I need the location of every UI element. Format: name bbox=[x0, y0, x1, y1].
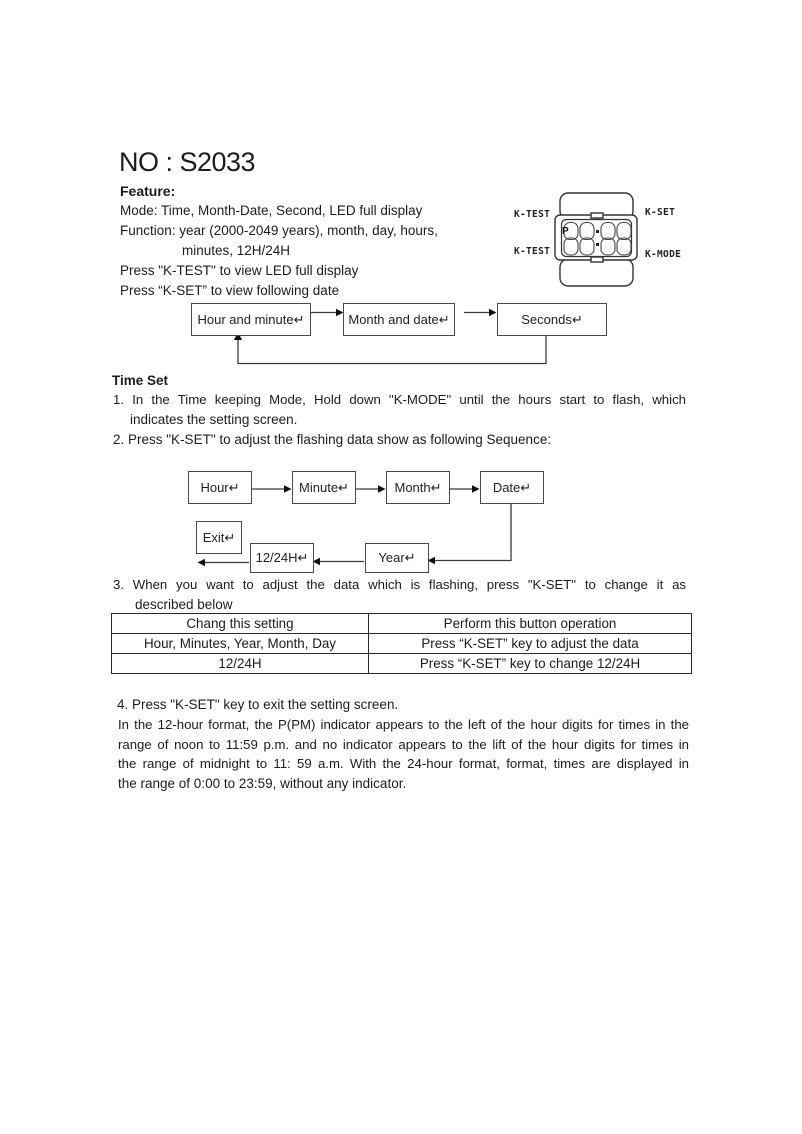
time-set-heading: Time Set bbox=[112, 373, 169, 388]
setting-sequence-arrows bbox=[197, 485, 512, 567]
bezel-tab-bottom bbox=[590, 256, 604, 263]
pin-label-k-test-top: K-TEST bbox=[514, 209, 551, 220]
feature-heading: Feature: bbox=[120, 183, 176, 199]
setting-sequence-diagram: Hour↵ Minute↵ Month↵ Date↵ Exit↵ 12/24H↵… bbox=[180, 465, 620, 577]
time-set-item1-line1: 1. In the Time keeping Mode, Hold down "… bbox=[113, 392, 686, 407]
mode-flow-arrows bbox=[233, 308, 547, 365]
feature-section: Feature: Mode: Time, Month-Date, Second,… bbox=[120, 181, 438, 301]
colon-dot-top bbox=[596, 230, 599, 233]
table-cell-setting: Hour, Minutes, Year, Month, Day bbox=[111, 633, 369, 654]
table-row: 12/24H Press “K-SET” key to change 12/24… bbox=[111, 653, 692, 674]
time-set-item3-line1: 3. When you want to adjust the data whic… bbox=[113, 577, 686, 592]
feature-line-mode: Mode: Time, Month-Date, Second, LED full… bbox=[120, 203, 423, 218]
flow-box-year: Year↵ bbox=[365, 543, 429, 573]
seven-segment-digits bbox=[563, 221, 632, 256]
flow-box-minute: Minute↵ bbox=[292, 471, 356, 504]
pm-indicator: P bbox=[562, 226, 569, 237]
flow-box-12-24h: 12/24H↵ bbox=[250, 543, 314, 573]
feature-line-kset: Press “K-SET” to view following date bbox=[120, 283, 340, 298]
clock-module-drawing: P bbox=[554, 192, 638, 287]
page-title: NO : S2033 bbox=[119, 147, 256, 177]
mode-flow-diagram: Hour and minute↵ Month and date↵ Seconds… bbox=[180, 300, 620, 370]
button-operation-table: Chang this setting Perform this button o… bbox=[111, 613, 692, 674]
time-set-item4: 4. Press "K-SET" key to exit the setting… bbox=[117, 697, 399, 712]
flow-box-hour-and-minute: Hour and minute↵ bbox=[191, 303, 311, 336]
footer-line: the range of 0:00 to 23:59, without any … bbox=[118, 776, 407, 791]
table-header-row: Chang this setting Perform this button o… bbox=[111, 613, 692, 634]
feature-line-function: Function: year (2000-2049 years), month,… bbox=[120, 223, 438, 238]
table-header-cell-operation: Perform this button operation bbox=[368, 613, 692, 634]
feature-line-function2: minutes, 12H/24H bbox=[182, 243, 291, 258]
table-header-cell-setting: Chang this setting bbox=[111, 613, 369, 634]
footer-line: range of noon to 11:59 p.m. and no indic… bbox=[118, 736, 689, 752]
table-cell-operation: Press “K-SET” key to adjust the data bbox=[368, 633, 692, 654]
pin-label-k-mode: K-MODE bbox=[645, 249, 682, 260]
pin-label-k-test-bottom: K-TEST bbox=[514, 246, 551, 257]
table-cell-setting: 12/24H bbox=[111, 653, 369, 674]
device-diagram: P K-TEST K-SET K-TEST K-MODE bbox=[500, 188, 700, 292]
flow-box-month: Month↵ bbox=[386, 471, 450, 504]
case-bottom bbox=[559, 258, 634, 287]
flow-box-hour: Hour↵ bbox=[188, 471, 252, 504]
time-set-item1-line2: indicates the setting screen. bbox=[130, 412, 298, 427]
table-cell-operation: Press “K-SET” key to change 12/24H bbox=[368, 653, 692, 674]
colon-dot-bottom bbox=[596, 243, 599, 246]
pin-label-k-set: K-SET bbox=[645, 207, 676, 218]
time-set-item2: 2. Press "K-SET" to adjust the flashing … bbox=[113, 432, 552, 447]
footer-line: In the 12-hour format, the P(PM) indicat… bbox=[118, 717, 689, 732]
display-window bbox=[560, 218, 633, 258]
time-set-item3-line2: described below bbox=[135, 597, 233, 612]
bezel-tab-top bbox=[590, 212, 604, 219]
flow-box-date: Date↵ bbox=[480, 471, 544, 504]
flow-box-seconds: Seconds↵ bbox=[497, 303, 607, 336]
flow-box-exit: Exit↵ bbox=[196, 521, 242, 554]
footer-line: the range of midnight to 11: 59 a.m. Wit… bbox=[118, 756, 689, 772]
table-row: Hour, Minutes, Year, Month, Day Press “K… bbox=[111, 633, 692, 654]
flow-box-month-and-date: Month and date↵ bbox=[343, 303, 455, 336]
feature-line-ktest: Press "K-TEST" to view LED full display bbox=[120, 263, 359, 278]
